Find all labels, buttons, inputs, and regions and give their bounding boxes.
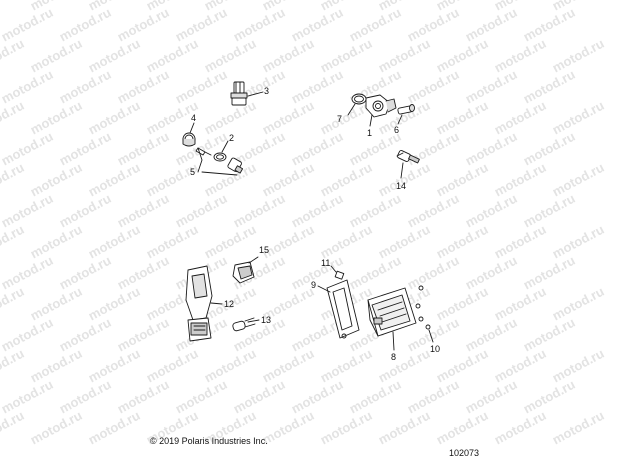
part-14-sensor (396, 150, 420, 164)
part-15-connector (232, 261, 255, 284)
part-6-plug (397, 104, 415, 115)
part-4-cap (182, 132, 196, 147)
callout-14: 14 (396, 181, 407, 191)
part-3-sensor (230, 81, 248, 106)
part-9-bracket (326, 279, 360, 339)
callout-2: 2 (229, 133, 235, 143)
leader-9 (317, 285, 331, 293)
part-1-housing (365, 94, 397, 118)
leader-1 (369, 114, 373, 127)
leader-8 (392, 331, 395, 351)
leader-5b (201, 171, 238, 176)
callout-10: 10 (430, 344, 441, 354)
part-5-sensor (227, 157, 244, 174)
part-8-ecu (367, 287, 417, 337)
callout-12: 12 (224, 299, 235, 309)
leader-14 (400, 162, 404, 179)
leader-11 (330, 265, 337, 273)
copyright-text: © 2019 Polaris Industries Inc. (150, 436, 268, 446)
callout-7: 7 (337, 114, 343, 124)
callout-4: 4 (191, 113, 197, 123)
part-7-ring (351, 93, 367, 105)
callout-6: 6 (394, 125, 400, 135)
part-13-bolt (232, 317, 256, 332)
leader-4 (189, 122, 195, 134)
leader-3 (247, 91, 264, 97)
leader-15 (248, 256, 259, 264)
callout-13: 13 (261, 315, 272, 325)
callout-11: 11 (321, 258, 331, 268)
leader-2 (221, 140, 229, 153)
leader-10 (428, 329, 434, 343)
part-10-screws (415, 285, 431, 330)
callout-15: 15 (259, 245, 270, 255)
drawing-number: 102073 (449, 448, 480, 458)
callout-9: 9 (311, 280, 317, 290)
leader-13 (247, 319, 260, 323)
leader-5 (197, 147, 203, 173)
callout-5: 5 (190, 167, 196, 177)
leader-7 (347, 103, 356, 116)
leader-6 (397, 114, 403, 125)
part-11-clip (334, 270, 345, 280)
callout-1: 1 (367, 128, 373, 138)
callout-3: 3 (264, 86, 270, 96)
part-12-connector (185, 265, 213, 342)
callout-8: 8 (391, 352, 397, 362)
leader-12 (210, 302, 223, 305)
part-2-oring (213, 152, 227, 162)
